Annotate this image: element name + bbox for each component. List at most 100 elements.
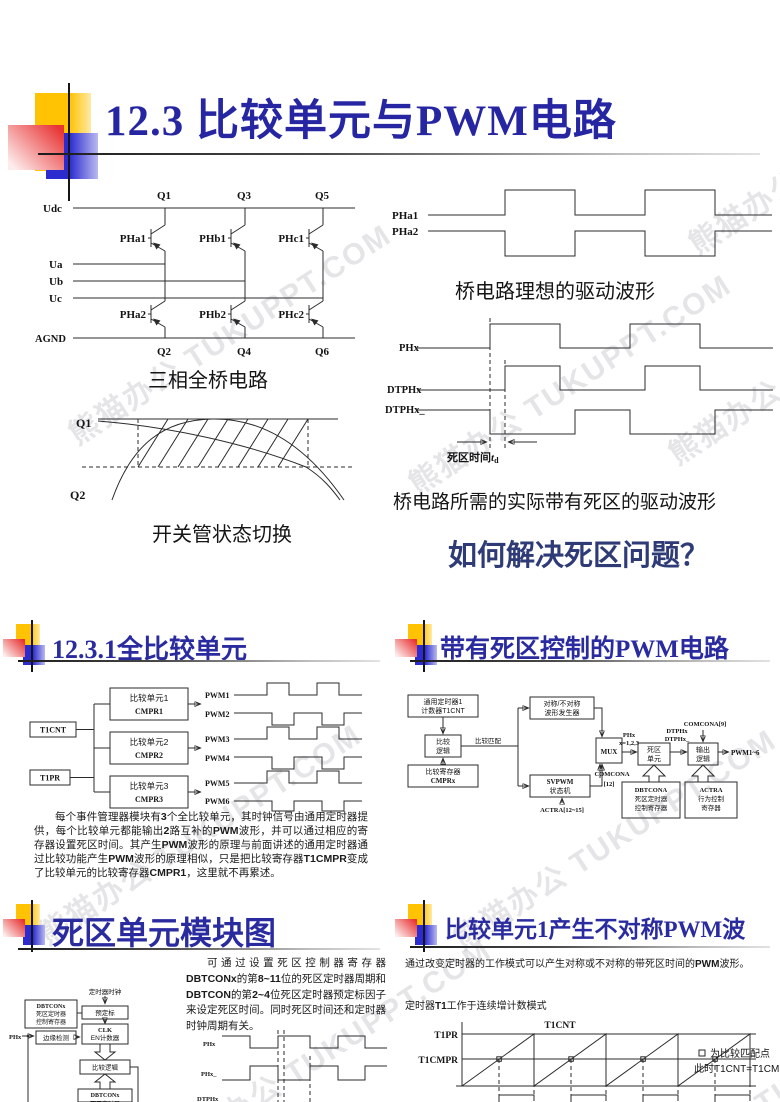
label-phb1: PHb1 xyxy=(199,233,226,245)
label-compare-unit-3: 比较单元3 xyxy=(130,781,169,791)
label-q5: Q5 xyxy=(315,190,330,202)
label-actra-2: 行为控制 xyxy=(698,794,725,803)
label-dbtconx-a: DBTCONx xyxy=(37,1004,66,1010)
legend-match-square xyxy=(698,1049,706,1057)
label-q1: Q1 xyxy=(157,190,171,202)
deco-red-square xyxy=(395,919,417,937)
label-gp-timer: 通用定时器1 xyxy=(424,697,463,706)
label-pha2: PHa2 xyxy=(120,309,147,321)
label-uc: Uc xyxy=(49,293,62,305)
deco-blue-square xyxy=(415,925,437,945)
slide5-mode-note: 定时器T1工作于连续增计数模式 xyxy=(405,1001,547,1012)
deco-blue-square xyxy=(23,925,45,945)
label-svpwm: SVPWM xyxy=(547,778,574,786)
label-cmpr1: CMPR1 xyxy=(135,707,163,716)
label-phx-index: x=1,2,3 xyxy=(619,740,640,747)
label-ub: Ub xyxy=(49,276,63,288)
label-actra-3: 寄存器 xyxy=(701,803,721,812)
slide3-title: 带有死区控制的PWM电路 xyxy=(440,636,729,663)
label-pwm16: PWM1~6 xyxy=(731,749,760,757)
slide2-underline xyxy=(18,660,380,662)
slide1-decoration xyxy=(8,83,120,203)
label-actra: ACTRA xyxy=(699,787,722,794)
label-comcona-9: COMCONA[9] xyxy=(684,721,727,728)
label-dtphx-bar: DTPHx_ xyxy=(385,405,425,416)
label-q2: Q2 xyxy=(157,346,172,358)
slide4-title: 死区单元模块图 xyxy=(52,915,277,951)
label-t1cnt: T1CNT xyxy=(40,726,67,735)
asymmetric-pwm-chart: T1PR T1CMPR T1CNT 为比较匹配点 此时T1CNT=T1CMPR xyxy=(418,1021,780,1102)
label-wave-dtphx: DTPHx xyxy=(197,1096,219,1102)
label-en-counter: EN计数器 xyxy=(91,1033,120,1042)
deco-vertical-line xyxy=(423,900,425,952)
label-q4: Q4 xyxy=(237,346,252,358)
deadband-waveform-diagram: PHx DTPHx DTPHx_ 死区时间td xyxy=(385,318,773,465)
label-dbtconx-b: DBTCONx xyxy=(91,1093,120,1099)
label-mux: MUX xyxy=(601,748,618,756)
label-deadband-1: 死区 xyxy=(647,746,661,754)
slide5-body: 通过改变定时器的工作模式可以产生对称或不对称的带死区时间的PWM波形。 xyxy=(405,959,750,970)
label-compare-match: 比较匹配 xyxy=(475,736,502,745)
label-phb2: PHb2 xyxy=(199,309,226,321)
label-dtphx: DTPHx xyxy=(387,385,422,396)
label-wave-pha1: PHa1 xyxy=(392,210,418,222)
deadband-pwm-circuit-diagram: 通用定时器1 计数器T1CNT 比较 逻辑 比较寄存器 CMPRx 比较匹配 对… xyxy=(407,694,760,819)
label-q3: Q3 xyxy=(237,190,252,202)
label-deadband-2: 单元 xyxy=(647,754,661,763)
label-sw-q1: Q1 xyxy=(76,416,91,430)
label-dbtcona: DBTCONA xyxy=(635,787,668,794)
label-wave-phx-bar: PHx_ xyxy=(201,1071,217,1078)
label-edge-detect: 边缘检测 xyxy=(43,1033,70,1042)
slide2-title: 12.3.1全比较单元 xyxy=(52,635,248,664)
label-compare-logic-2: 逻辑 xyxy=(436,746,450,755)
label-dtphx3-bar: DTPHx_ xyxy=(665,736,690,743)
label-udc: Udc xyxy=(43,203,62,215)
label-t1cnt-chart: T1CNT xyxy=(544,1021,576,1031)
label-ua: Ua xyxy=(49,259,63,271)
slide5-decoration xyxy=(395,900,447,958)
deco-red-square xyxy=(3,639,25,657)
label-wave-phx: PHx xyxy=(203,1041,216,1048)
label-state-machine: 状态机 xyxy=(550,786,571,795)
label-agnd: AGND xyxy=(35,334,66,345)
label-phx: PHx xyxy=(399,343,420,354)
label-phc2: PHc2 xyxy=(278,309,304,321)
slide4-underline xyxy=(18,948,380,950)
label-dtphx3: DTPHx xyxy=(666,728,688,735)
label-compare-unit-2: 比较单元2 xyxy=(130,737,169,747)
deco-vertical-line xyxy=(31,900,33,952)
label-dbtcona-3: 控制寄存器 xyxy=(635,803,668,812)
deco-vertical-line xyxy=(31,620,33,672)
slide1-title: 12.3 比较单元与PWM电路 xyxy=(105,98,617,145)
label-phc1: PHc1 xyxy=(278,233,304,245)
label-output-logic-1: 输出 xyxy=(696,745,710,754)
label-wave-pha2: PHa2 xyxy=(392,226,419,238)
label-cmpr2: CMPR2 xyxy=(135,751,163,760)
label-wavegen-1: 对称/不对称 xyxy=(544,699,581,708)
deco-red-square xyxy=(395,639,417,657)
switch-transition-diagram: Q1 Q2 xyxy=(70,416,352,502)
ideal-waveform-diagram: PHa1 PHa2 xyxy=(392,189,772,257)
label-pwm1: PWM1 xyxy=(205,691,229,700)
label-t1pr: T1PR xyxy=(40,774,60,783)
slide4-decoration xyxy=(3,900,55,958)
label-cmpr3: CMPR3 xyxy=(135,795,163,804)
label-t1cmpr: T1CMPR xyxy=(418,1056,458,1066)
deadband-module-diagram: DBTCONx 死区定时器 控制寄存器 定时器时钟 预定标 PHx 边缘检测 C… xyxy=(9,987,139,1102)
label-compare-logic-1: 比较 xyxy=(436,737,450,746)
deco-blue-square xyxy=(23,645,45,665)
label-compare-reg: 比较寄存器 xyxy=(426,767,461,776)
label-timer-clock: 定时器时钟 xyxy=(89,987,122,996)
label-pwm2: PWM2 xyxy=(205,710,229,719)
legend-match-condition: 此时T1CNT=T1CMPR xyxy=(694,1062,780,1075)
label-comcona-12: [12] xyxy=(604,781,615,788)
label-pwm4: PWM4 xyxy=(205,754,229,763)
label-dbtcona-2: 死区定时器 xyxy=(635,794,668,803)
label-output-logic-2: 逻辑 xyxy=(696,754,710,763)
label-pwm6: PWM6 xyxy=(205,797,229,806)
label-pwm3: PWM3 xyxy=(205,735,229,744)
label-wavegen-2: 波形发生器 xyxy=(545,708,580,717)
full-compare-unit-diagram: T1CNT T1PR 比较单元1 CMPR1 比较单元2 CMPR2 比较单元3… xyxy=(29,682,362,812)
slide5-underline xyxy=(410,946,770,948)
label-pwm5: PWM5 xyxy=(205,779,229,788)
